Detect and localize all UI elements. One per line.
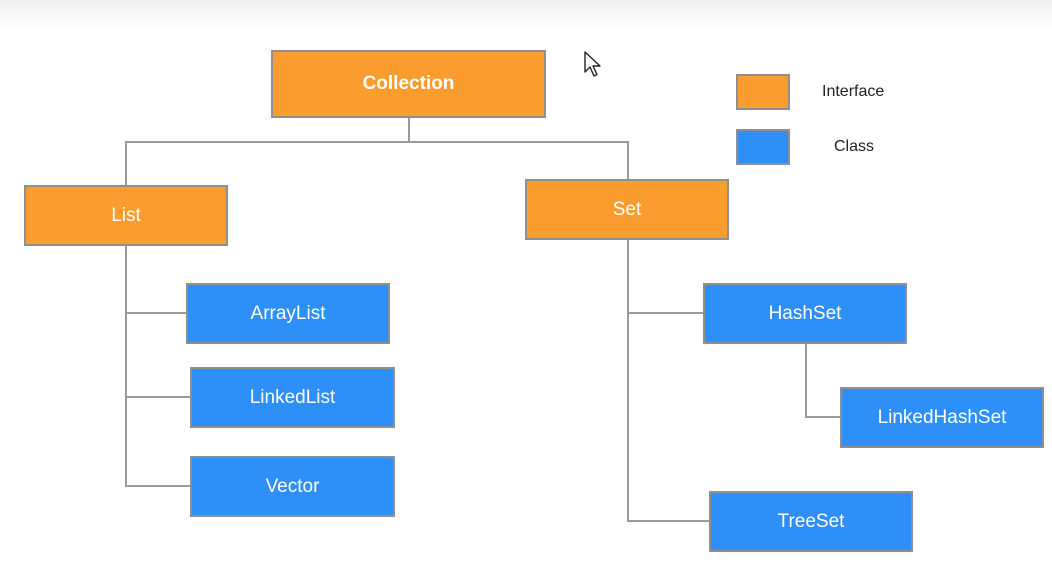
node-label: LinkedHashSet <box>877 406 1007 428</box>
node-hashset: HashSet <box>703 283 907 344</box>
edge-collection-set <box>409 141 629 180</box>
node-label: Set <box>612 198 642 220</box>
legend-class-swatch <box>736 129 790 165</box>
edge-hashset-linkedhashset <box>805 343 842 418</box>
mouse-cursor-icon <box>584 51 601 77</box>
node-list: List <box>24 185 228 246</box>
node-arraylist: ArrayList <box>186 283 390 344</box>
node-collection: Collection <box>271 50 546 118</box>
edge-list-vector <box>125 397 192 487</box>
node-label: LinkedList <box>249 386 336 408</box>
edge-collection-list <box>125 117 410 186</box>
legend-interface-swatch <box>736 74 790 110</box>
edge-set-treeset <box>627 313 711 522</box>
node-treeset: TreeSet <box>709 491 913 552</box>
legend-interface-label: Interface <box>822 83 885 100</box>
node-label: Collection <box>362 73 455 94</box>
node-label: ArrayList <box>250 302 326 324</box>
node-label: HashSet <box>768 302 842 324</box>
node-linkedhashset: LinkedHashSet <box>840 387 1044 448</box>
edge-list-arraylist <box>125 245 188 314</box>
edge-set-hashset <box>627 239 705 314</box>
node-vector: Vector <box>190 456 395 517</box>
node-label: Vector <box>265 475 320 497</box>
node-set: Set <box>525 179 729 240</box>
edge-list-linkedlist <box>125 313 192 398</box>
node-label: List <box>111 204 141 226</box>
legend-class-label: Class <box>834 138 875 155</box>
node-linkedlist: LinkedList <box>190 367 395 428</box>
node-label: TreeSet <box>777 510 845 532</box>
